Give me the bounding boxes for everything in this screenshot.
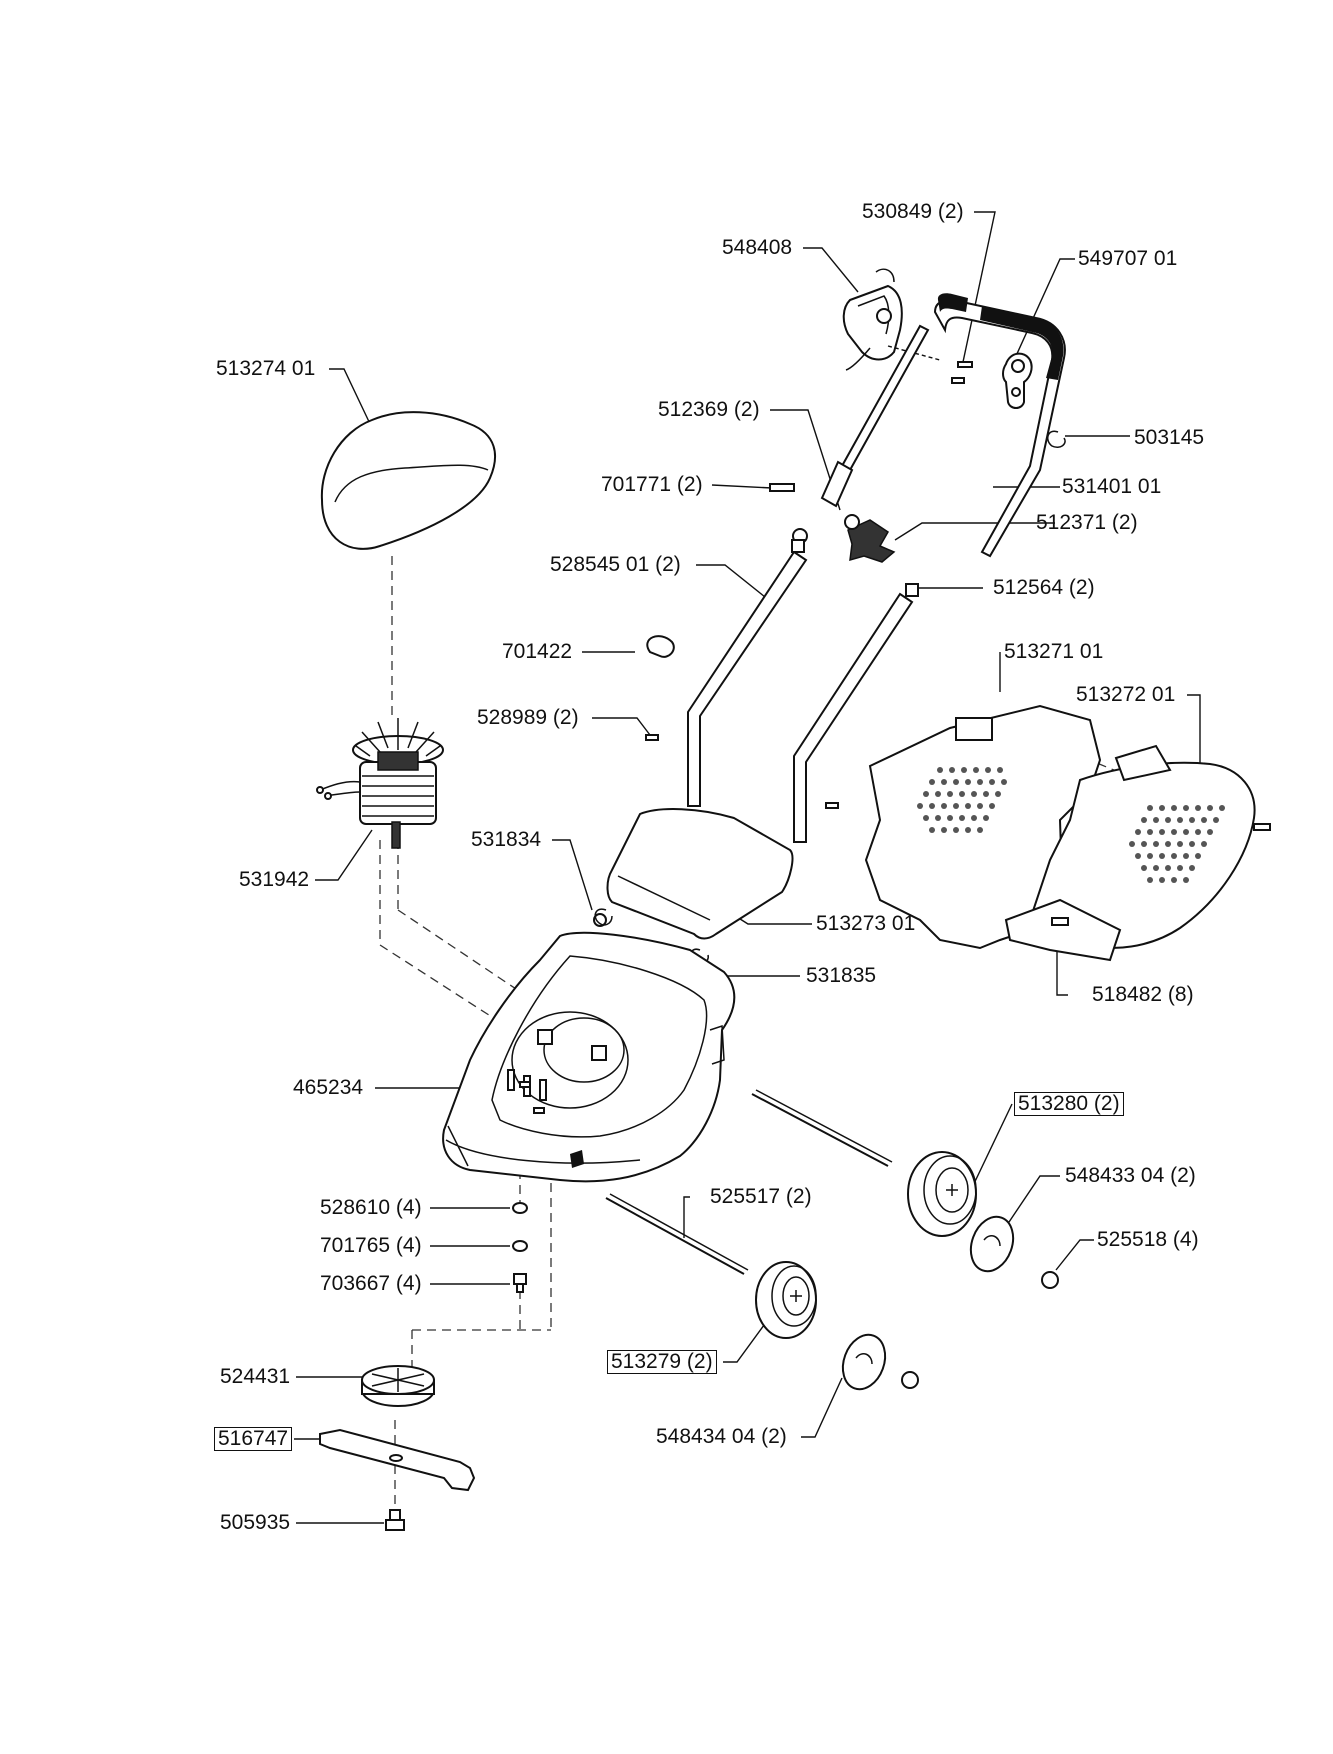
part-label-531401: 531401 01 — [1062, 475, 1162, 498]
part-label-548433: 548433 04 (2) — [1065, 1164, 1196, 1187]
part-label-513279: 513279 (2) — [607, 1350, 717, 1374]
part-label-513272: 513272 01 — [1076, 683, 1176, 706]
switch-box — [842, 268, 941, 371]
part-label-516747: 516747 — [214, 1427, 293, 1451]
axles — [605, 1089, 893, 1275]
part-label-528610: 528610 (4) — [320, 1196, 422, 1219]
small-hardware — [645, 352, 1066, 809]
part-label-548434: 548434 04 (2) — [656, 1425, 787, 1448]
part-label-505935: 505935 — [220, 1511, 291, 1534]
part-label-525517: 525517 (2) — [710, 1185, 812, 1208]
part-label-503145: 503145 — [1134, 426, 1205, 449]
front-wheel — [755, 1261, 817, 1339]
grass-box — [864, 704, 1271, 962]
part-label-549707: 549707 01 — [1078, 247, 1178, 270]
hub-caps — [841, 1215, 1059, 1391]
rear-flap — [593, 808, 794, 966]
part-label-530849: 530849 (2) — [862, 200, 964, 223]
part-label-531835: 531835 — [806, 964, 877, 987]
mower-deck — [442, 931, 736, 1183]
part-label-528545: 528545 01 (2) — [550, 553, 681, 576]
part-label-525518: 525518 (4) — [1097, 1228, 1199, 1251]
part-label-512369: 512369 (2) — [658, 398, 760, 421]
washers-screws — [512, 1202, 528, 1293]
part-label-701771: 701771 (2) — [601, 473, 703, 496]
part-label-513280: 513280 (2) — [1014, 1092, 1124, 1116]
upper-handle — [820, 293, 1066, 558]
part-label-701422: 701422 — [502, 640, 573, 663]
blade — [319, 1428, 476, 1492]
part-label-524431: 524431 — [220, 1365, 291, 1388]
part-label-531942: 531942 — [239, 868, 310, 891]
part-label-701765: 701765 (4) — [320, 1234, 422, 1257]
part-label-518482: 518482 (8) — [1092, 983, 1194, 1006]
part-label-513271: 513271 01 — [1004, 640, 1104, 663]
part-label-513273: 513273 01 — [816, 912, 916, 935]
blade-fan — [361, 1365, 435, 1407]
part-label-528989: 528989 (2) — [477, 706, 579, 729]
lower-handles — [687, 539, 919, 843]
part-label-703667: 703667 (4) — [320, 1272, 422, 1295]
part-label-531834: 531834 — [471, 828, 542, 851]
part-label-548408: 548408 — [722, 236, 793, 259]
leader-lines — [294, 211, 1201, 1524]
part-label-512371: 512371 (2) — [1036, 511, 1138, 534]
motor — [316, 718, 444, 849]
blade-bolt — [385, 1509, 405, 1531]
part-label-465234: 465234 — [293, 1076, 364, 1099]
part-label-512564: 512564 (2) — [993, 576, 1095, 599]
grill-holes — [917, 767, 1225, 883]
grassbox-lid — [320, 411, 497, 550]
rear-wheel — [907, 1151, 977, 1237]
part-label-513274: 513274 01 — [216, 357, 316, 380]
